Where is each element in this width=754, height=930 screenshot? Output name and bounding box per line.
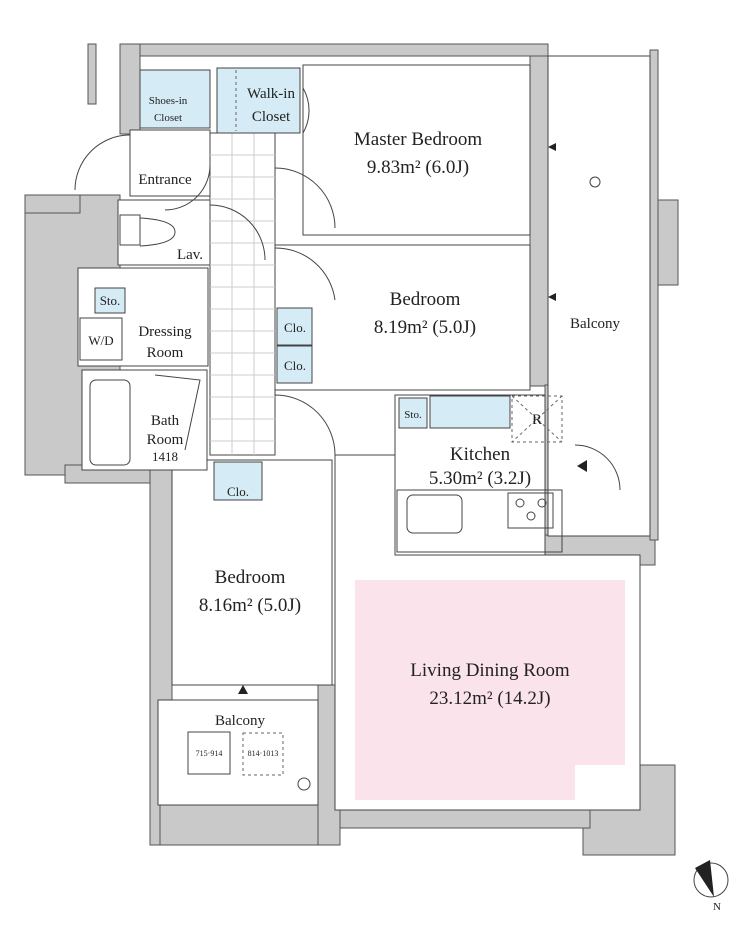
closet-b-label: Clo. bbox=[284, 358, 306, 373]
kitchen-label: Kitchen bbox=[450, 444, 511, 465]
shoes-closet-label-1: Shoes-in bbox=[149, 95, 188, 107]
dressing-room-label-2: Room bbox=[147, 345, 184, 361]
storage-dressing-label: Sto. bbox=[100, 293, 121, 308]
washer-label: W/D bbox=[88, 333, 113, 348]
living-dining-room bbox=[355, 580, 625, 800]
doors bbox=[74, 87, 621, 491]
storage-dressing bbox=[94, 287, 126, 314]
toilet bbox=[119, 214, 141, 246]
bath-room-size: 1418 bbox=[152, 449, 178, 464]
shoes-closet-label-2: Closet bbox=[154, 112, 182, 124]
bath-room-label-1: Bath bbox=[151, 413, 180, 429]
dressing-room bbox=[77, 267, 209, 367]
bottom-balcony-box-a bbox=[187, 731, 231, 775]
bath-room bbox=[81, 369, 208, 471]
window-arrow-icon bbox=[238, 685, 248, 694]
dressing-room-label-1: Dressing bbox=[138, 324, 192, 340]
living-label: Living Dining Room bbox=[410, 660, 570, 681]
closet-b bbox=[276, 345, 313, 384]
entry-arrow-icon bbox=[577, 460, 587, 472]
bedroom-1-area: 8.19m² (5.0J) bbox=[374, 317, 476, 338]
balcony-bottom-label: Balcony bbox=[215, 713, 265, 729]
bedroom-1 bbox=[274, 244, 531, 391]
window-arrow-icon bbox=[548, 293, 556, 301]
closet-c-label: Clo. bbox=[227, 484, 249, 499]
bathtub bbox=[89, 379, 131, 466]
walk-in-closet-label-2: Closet bbox=[252, 109, 291, 125]
refrigerator bbox=[511, 395, 563, 443]
bath-room-label-2: Room bbox=[147, 432, 184, 448]
storage-kitchen bbox=[398, 397, 428, 429]
walk-in-closet-label-1: Walk-in bbox=[247, 86, 295, 102]
shoes-in-closet bbox=[139, 69, 211, 129]
washer-box bbox=[79, 317, 123, 361]
balcony-right-area bbox=[547, 55, 651, 537]
balcony-right-label: Balcony bbox=[570, 316, 620, 332]
closet-a bbox=[276, 307, 313, 346]
master-bedroom-area: 9.83m² (6.0J) bbox=[367, 157, 469, 178]
balcony-unit-a: 715·914 bbox=[196, 749, 223, 758]
stove bbox=[507, 492, 554, 529]
compass-north-label: N bbox=[713, 901, 721, 913]
compass-icon: N bbox=[693, 860, 729, 913]
balcony-unit-b: 814·1013 bbox=[248, 749, 279, 758]
kitchen-counter bbox=[396, 489, 563, 553]
kitchen-shelf bbox=[429, 395, 511, 429]
master-bedroom bbox=[302, 64, 531, 236]
balcony-bottom-area bbox=[157, 699, 319, 806]
bedroom-2-area: 8.16m² (5.0J) bbox=[199, 595, 301, 616]
sink bbox=[406, 494, 463, 534]
bottom-balcony-box-b bbox=[242, 732, 284, 776]
living-area-label: 23.12m² (14.2J) bbox=[429, 688, 550, 709]
lav-label: Lav. bbox=[177, 247, 203, 263]
refrigerator-label: R bbox=[532, 412, 542, 428]
entrance bbox=[129, 129, 211, 197]
closet-c bbox=[213, 461, 263, 501]
kitchen-area-label: 5.30m² (3.2J) bbox=[429, 468, 531, 489]
master-bedroom-label: Master Bedroom bbox=[354, 129, 482, 150]
walk-in-closet bbox=[216, 67, 301, 134]
bedroom-1-label: Bedroom bbox=[390, 289, 461, 310]
corridor bbox=[209, 132, 276, 456]
bedroom-2-label: Bedroom bbox=[215, 567, 286, 588]
storage-kitchen-label: Sto. bbox=[404, 409, 422, 421]
window-arrow-icon bbox=[548, 143, 556, 151]
lav bbox=[117, 199, 211, 266]
closet-a-label: Clo. bbox=[284, 320, 306, 335]
entrance-label: Entrance bbox=[138, 172, 192, 188]
